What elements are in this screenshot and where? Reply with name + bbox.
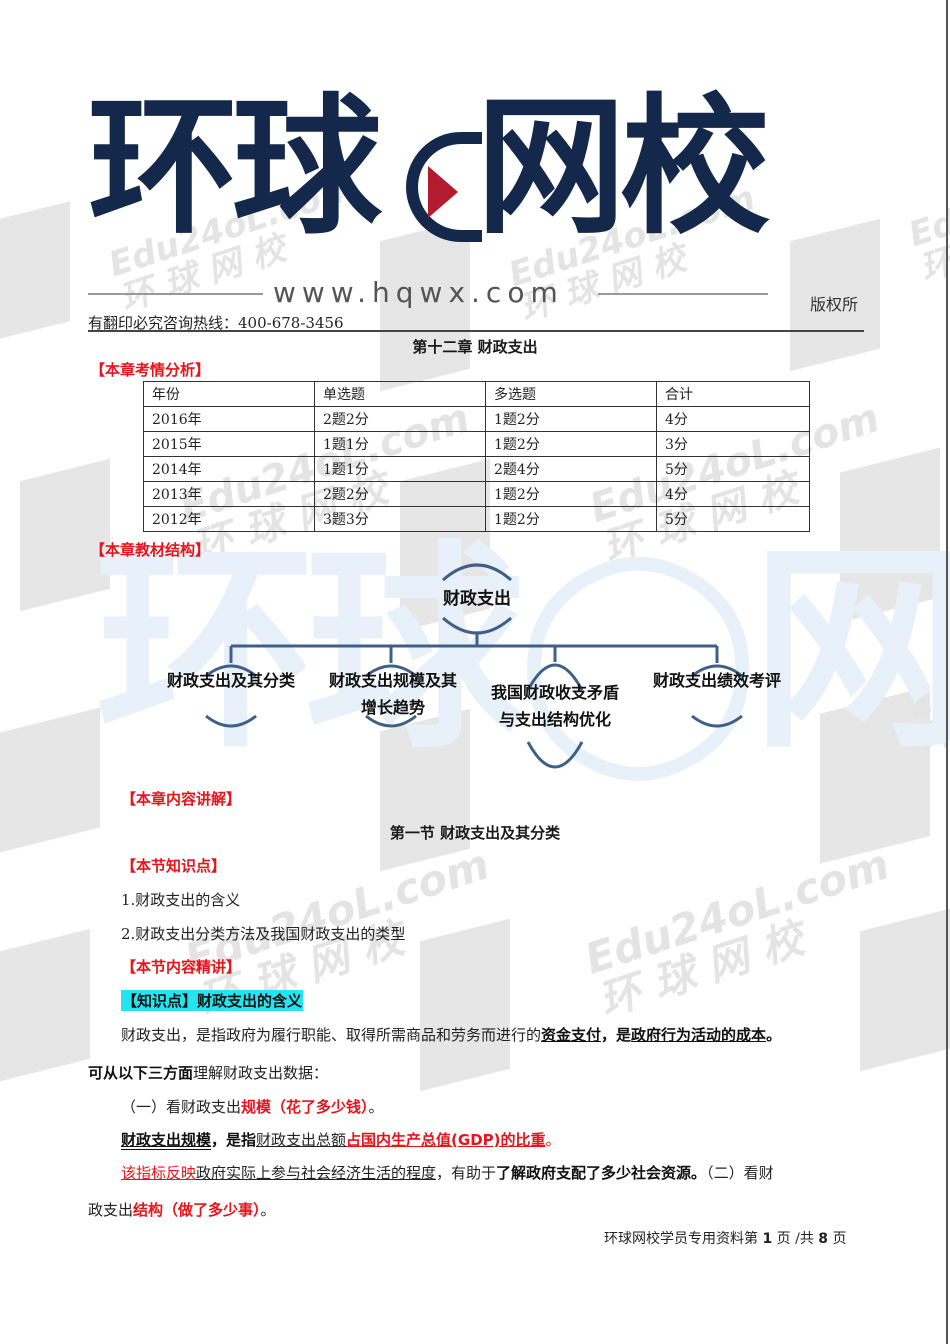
table-header-row: 年份 单选题 多选题 合计 [143,381,810,407]
emphasis: 政府行为活动的成本 [631,1026,767,1044]
list-item: 1.财政支出的含义 [121,891,241,909]
page-edge [946,0,948,1344]
page-total: 8 [818,1231,829,1247]
logo-text: 环球网校 [88,81,770,255]
divider [598,293,768,295]
hotline: 有翻印必究咨询热线：400-678-3456 [88,314,344,332]
emphasis: 结构（做了多少事） [133,1201,261,1219]
paragraph: 可从以下三方面理解财政支出数据： [88,1064,329,1082]
diagram-node: 财政支出绩效考评 [652,671,781,690]
page-number: 1 [762,1231,773,1247]
paragraph: （一）看财政支出规模（花了多少钱）。 [121,1098,384,1116]
emphasis: 资金支付 [541,1026,602,1044]
emphasis: 占国内生产总值(GDP)的比重 [346,1131,546,1149]
play-icon [428,166,458,218]
section-title: 第一节 财政支出及其分类 [389,824,561,842]
diagram-node: 财政支出规模及其增长趋势 [328,671,457,717]
diagram-root-node: 财政支出 [443,589,511,609]
website-url: www.hqwx.com [273,276,564,309]
heading-content: 【本章内容讲解】 [121,790,242,808]
page-footer: 环球网校学员专用资料第 1 页 /共 8 页 [604,1231,847,1247]
paragraph: 该指标反映政府实际上参与社会经济生活的程度，有助于了解政府支配了多少社会资源。（… [121,1164,774,1182]
emphasis: 规模（花了多少钱） [241,1098,369,1116]
header-rule [88,330,864,332]
paragraph: 财政支出规模，是指财政支出总额占国内生产总值(GDP)的比重。 [121,1131,561,1149]
chapter-title: 第十二章 财政支出 [412,338,538,356]
heading-detailed: 【本节内容精讲】 [121,958,242,976]
diagram-node: 我国财政收支矛盾与支出结构优化 [490,683,619,729]
diagram-node: 财政支出及其分类 [166,671,295,690]
url-banner: www.hqwx.com [88,276,768,312]
paragraph: 政支出结构（做了多少事）。 [88,1201,276,1219]
heading-exam-analysis: 【本章考情分析】 [90,361,211,379]
divider [88,293,263,295]
heading-structure: 【本章教材结构】 [90,541,211,559]
paragraph: 财政支出，是指政府为履行职能、取得所需商品和劳务而进行的资金支付，是政府行为活动… [121,1026,782,1044]
knowledge-point-tag: 【知识点】财政支出的含义 [121,990,304,1011]
brand-logo: 环球网校 [88,88,778,248]
heading-knowledge-points: 【本节知识点】 [121,857,227,875]
list-item: 2.财政支出分类方法及我国财政支出的类型 [121,925,406,943]
copyright-notice: 版权所 [810,295,859,314]
